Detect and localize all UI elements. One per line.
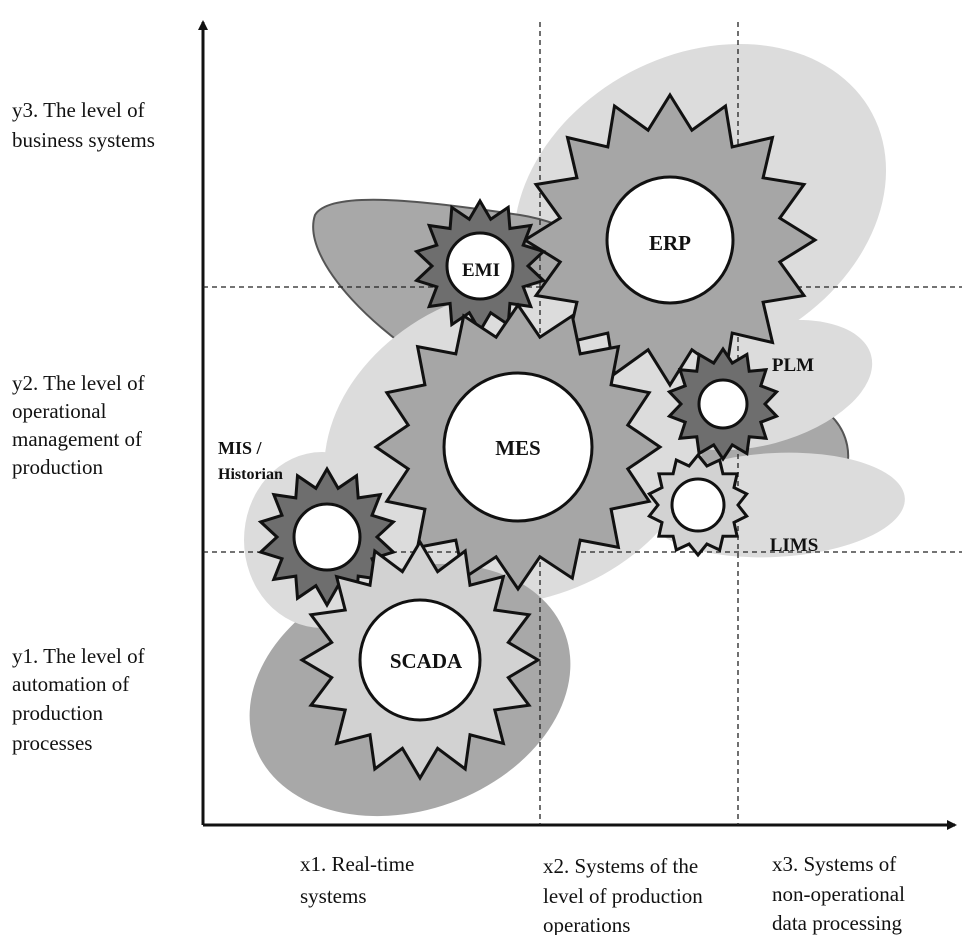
mes-label: MES: [495, 436, 541, 460]
emi-gear-hub: [445, 231, 515, 301]
emi-label: EMI: [462, 260, 500, 281]
y-axis-labels: y3. The level of business systems y2. Th…: [12, 98, 155, 755]
erp-label: ERP: [649, 231, 691, 255]
x3-label: x3. Systems of non-operational data proc…: [772, 852, 910, 935]
x2-label: x2. Systems of the level of production o…: [543, 854, 708, 935]
lims-gear-hub: [670, 477, 726, 533]
erp-gear-hub: [605, 175, 735, 305]
plm-label: PLM: [772, 355, 814, 376]
y1-label: y1. The level of automation of productio…: [12, 644, 150, 755]
axes: [198, 20, 957, 830]
gear-labels: ERP EMI MES SCADA PLM LIMS MIS / Histori…: [218, 231, 818, 673]
x-axis-labels: x1. Real-time systems x2. Systems of the…: [300, 852, 910, 935]
mis-label-line-2: Historian: [218, 466, 283, 483]
mis-label-line-1: MIS /: [218, 438, 263, 458]
gears: [257, 92, 818, 781]
lims-label: LIMS: [770, 535, 819, 556]
scada-gear-hub: [358, 598, 482, 722]
y3-label: y3. The level of business systems: [12, 98, 155, 152]
mes-gear-hub: [442, 371, 594, 523]
mis-gear-hub: [292, 502, 362, 572]
x1-label: x1. Real-time systems: [300, 852, 420, 908]
y2-label: y2. The level of operational management …: [12, 371, 150, 479]
plm-gear-hub: [697, 378, 749, 430]
scada-label: SCADA: [390, 649, 463, 673]
